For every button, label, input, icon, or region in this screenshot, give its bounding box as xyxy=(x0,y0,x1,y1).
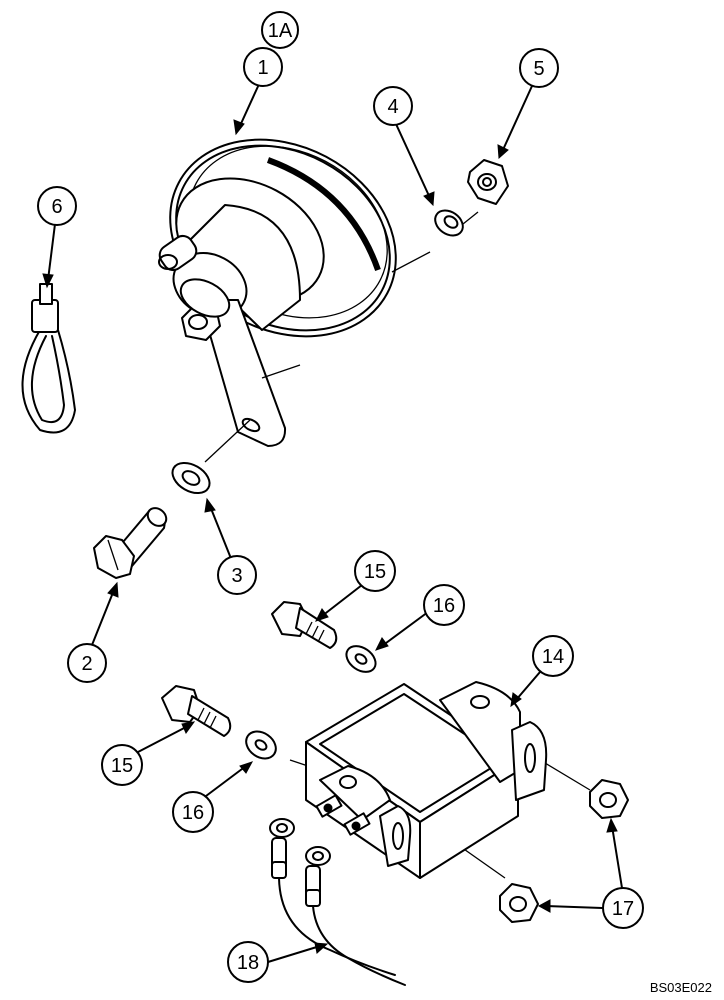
flat-washer-3 xyxy=(171,461,211,495)
callout-14: 14 xyxy=(532,635,574,677)
leader-17b xyxy=(545,905,603,909)
leader-arrow-3 xyxy=(204,497,216,513)
callout-label: 16 xyxy=(182,802,204,824)
callout-17: 17 xyxy=(602,887,644,929)
washer-16-lower xyxy=(245,730,277,760)
leader-arrow-15b xyxy=(181,721,196,734)
leader-4 xyxy=(395,123,431,199)
callout-3: 3 xyxy=(217,555,257,595)
hex-nut-17-lower xyxy=(499,883,539,923)
leader-arrow-2 xyxy=(107,581,119,598)
relay-module-14 xyxy=(305,681,548,879)
leader-6 xyxy=(47,223,56,281)
leader-arrow-6 xyxy=(42,273,54,289)
callout-label: 5 xyxy=(533,58,544,80)
callout-6: 6 xyxy=(37,186,77,226)
leader-arrow-15a xyxy=(315,608,329,622)
callout-15-upper: 15 xyxy=(354,550,396,592)
horn-assembly xyxy=(158,138,397,447)
leader-arrow-14 xyxy=(510,692,522,708)
cable-strap-6 xyxy=(21,283,76,434)
leader-2 xyxy=(91,589,115,646)
leader-15b xyxy=(137,725,189,753)
callout-label: 2 xyxy=(81,653,92,675)
leader-18 xyxy=(267,945,321,963)
callout-label: 18 xyxy=(237,952,259,974)
callout-label: 1 xyxy=(257,57,268,79)
callout-16-lower: 16 xyxy=(172,791,214,833)
callout-label: 17 xyxy=(612,898,634,920)
callout-label: 1A xyxy=(268,20,293,42)
bolt-15-lower xyxy=(161,685,232,737)
leader-16b xyxy=(205,765,247,797)
lock-washer-4 xyxy=(434,209,464,237)
leader-arrow-17a xyxy=(606,817,618,833)
leader-lines xyxy=(42,81,623,963)
callout-16-upper: 16 xyxy=(423,584,465,626)
leader-5 xyxy=(501,85,533,153)
leader-arrow-16b xyxy=(239,761,254,774)
hex-bolt-2 xyxy=(93,507,168,579)
leader-17a xyxy=(611,825,623,889)
callout-1: 1 xyxy=(243,47,283,87)
callout-18: 18 xyxy=(227,941,269,983)
callout-label: 3 xyxy=(231,565,242,587)
callout-label: 15 xyxy=(111,755,133,777)
callout-5: 5 xyxy=(519,48,559,88)
callout-label: 15 xyxy=(364,561,386,583)
wire-leads-18 xyxy=(269,818,406,986)
leader-arrow-18 xyxy=(314,942,329,954)
leader-3 xyxy=(209,505,231,557)
hex-nut-5 xyxy=(467,159,509,205)
callout-2: 2 xyxy=(67,643,107,683)
leader-arrow-1 xyxy=(233,119,245,136)
leader-arrow-16a xyxy=(375,637,389,651)
callouts: 1A 1 2 3 4 5 6 14 xyxy=(37,11,644,983)
callout-4: 4 xyxy=(373,86,413,126)
callout-1A: 1A xyxy=(261,11,299,49)
callout-label: 14 xyxy=(542,646,564,668)
callout-15-lower: 15 xyxy=(101,744,143,786)
callout-label: 4 xyxy=(387,96,398,118)
drawing-reference-code: BS03E022 xyxy=(650,980,712,995)
leader-arrow-5 xyxy=(497,144,509,160)
washer-16-upper xyxy=(345,645,377,673)
callout-label: 6 xyxy=(51,196,62,218)
leader-16a xyxy=(381,611,429,647)
leader-15a xyxy=(321,584,363,617)
callout-label: 16 xyxy=(433,595,455,617)
leader-arrow-17b xyxy=(537,899,551,913)
leader-arrow-4 xyxy=(423,191,435,207)
hex-nut-17-right xyxy=(589,779,629,819)
bolt-15-upper xyxy=(271,601,338,649)
leader-14 xyxy=(515,671,541,701)
leader-1 xyxy=(238,81,261,129)
